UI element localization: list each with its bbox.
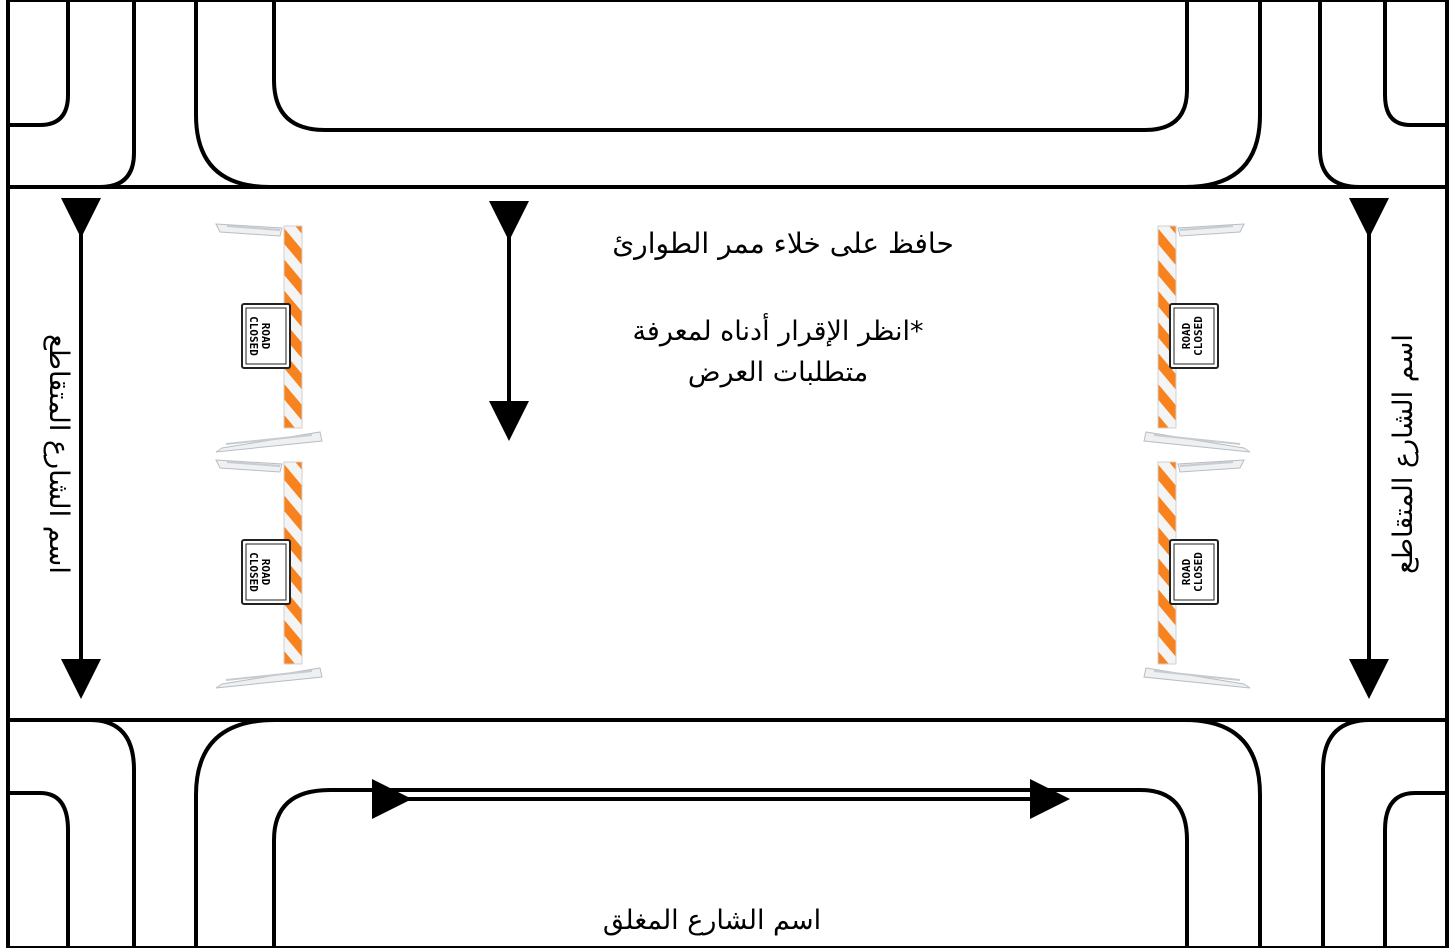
emergency-lane-label: حافظ على خلاء ممر الطوارئ [612, 227, 954, 260]
cross-street-right-label: اسم الشارع المتقاطع [1388, 334, 1419, 574]
barricade-sign-line2: CLOSED [247, 316, 260, 356]
disclaimer-line2: متطلبات العرض [688, 357, 868, 388]
barricade-sign-line2: CLOSED [1192, 316, 1205, 356]
cross-street-left-label: اسم الشارع المتقاطع [43, 334, 74, 574]
barricade-bottom-left: ROAD CLOSED [215, 459, 323, 689]
barricade-sign-line2: CLOSED [247, 552, 260, 592]
barricade-sign-line1: ROAD [1180, 322, 1193, 349]
barricade-sign-line2: CLOSED [1192, 552, 1205, 592]
top-blocks [8, 0, 1447, 189]
barricade-sign-line1: ROAD [259, 559, 272, 586]
barricade-top-right: ROAD CLOSED [1143, 223, 1251, 453]
closed-street-label: اسم الشارع المغلق [603, 905, 821, 936]
barricade-sign-line1: ROAD [1180, 558, 1193, 585]
disclaimer-line1: *انظر الإقرار أدناه لمعرفة [632, 312, 923, 347]
barricade-bottom-right: ROAD CLOSED [1143, 459, 1251, 689]
barricade-sign-line1: ROAD [259, 323, 272, 350]
page-border [6, 0, 1449, 950]
barricade-top-left: ROAD CLOSED [215, 223, 323, 453]
